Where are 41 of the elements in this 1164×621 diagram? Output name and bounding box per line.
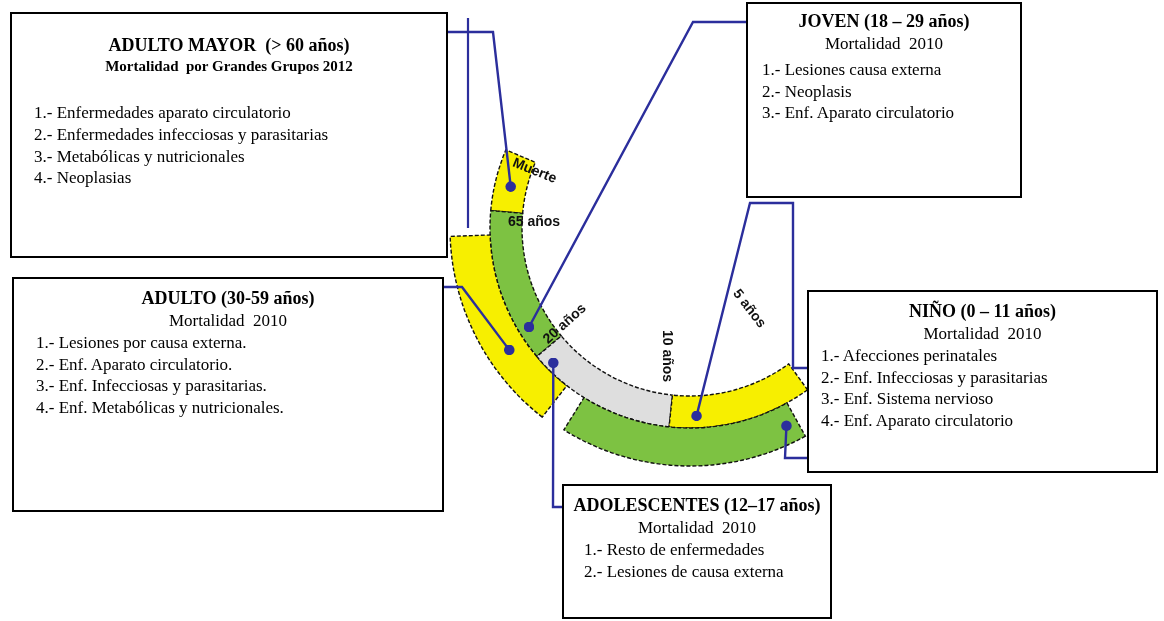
list-item: 1.- Afecciones perinatales bbox=[821, 344, 999, 367]
text-box bbox=[12, 277, 444, 512]
text-box bbox=[562, 484, 832, 619]
box-heading: ADOLESCENTES (12–17 años) bbox=[572, 494, 822, 517]
box-subtitle: Mortalidad 2010 bbox=[636, 517, 757, 539]
box-heading: JOVEN (18 – 29 años) bbox=[797, 10, 971, 33]
leader-line bbox=[448, 30, 516, 192]
list-item: 3.- Enf. Sistema nervioso bbox=[821, 388, 995, 411]
list-item: 2.- Enf. Infecciosas y parasitarias bbox=[821, 366, 1049, 389]
list-item: 3.- Metabólicas y nutricionales bbox=[34, 145, 246, 168]
age-label: 65 años bbox=[508, 213, 561, 229]
list-item: 3.- Enf. Aparato circulatorio bbox=[762, 102, 956, 125]
text-box bbox=[807, 290, 1158, 473]
age-label: 10 años bbox=[660, 329, 677, 383]
list-item: 1.- Lesiones causa externa bbox=[762, 58, 943, 81]
box-heading: NIÑO (0 – 11 años) bbox=[908, 300, 1057, 323]
list-item: 4.- Neoplasias bbox=[34, 167, 133, 190]
ring-segment bbox=[563, 396, 807, 467]
leader-line bbox=[691, 201, 807, 422]
list-item: 1.- Resto de enfermedades bbox=[584, 538, 766, 561]
box-subtitle: Mortalidad 2010 bbox=[167, 310, 288, 332]
list-item: 4.- Enf. Metabólicas y nutricionales. bbox=[36, 397, 285, 419]
text-box bbox=[746, 2, 1022, 198]
box-subtitle: Mortalidad 2010 bbox=[922, 323, 1043, 345]
leader-line bbox=[444, 285, 515, 356]
box-subtitle: Mortalidad 2010 bbox=[823, 33, 944, 55]
leader-line bbox=[781, 420, 807, 460]
list-item: 1.- Enfermedades aparato circulatorio bbox=[34, 102, 292, 124]
box-heading: ADULTO (30-59 años) bbox=[140, 287, 316, 310]
list-item: 3.- Enf. Infecciosas y parasitarias. bbox=[36, 375, 268, 398]
list-item: 2.- Lesiones de causa externa bbox=[584, 560, 785, 583]
list-item: 4.- Enf. Aparato circulatorio bbox=[821, 410, 1015, 432]
list-item: 1.- Lesiones por causa externa. bbox=[36, 331, 248, 354]
leader-line bbox=[523, 20, 746, 333]
box-heading: ADULTO MAYOR (> 60 años) bbox=[107, 34, 351, 57]
box-subtitle: Mortalidad por Grandes Grupos 2012 bbox=[104, 57, 354, 77]
leader-line bbox=[548, 357, 562, 509]
list-item: 2.- Neoplasis bbox=[762, 80, 853, 103]
text-box bbox=[10, 12, 448, 258]
list-item: 2.- Enfermedades infecciosas y parasitarias bbox=[34, 123, 330, 146]
list-item: 2.- Enf. Aparato circulatorio. bbox=[36, 353, 234, 376]
